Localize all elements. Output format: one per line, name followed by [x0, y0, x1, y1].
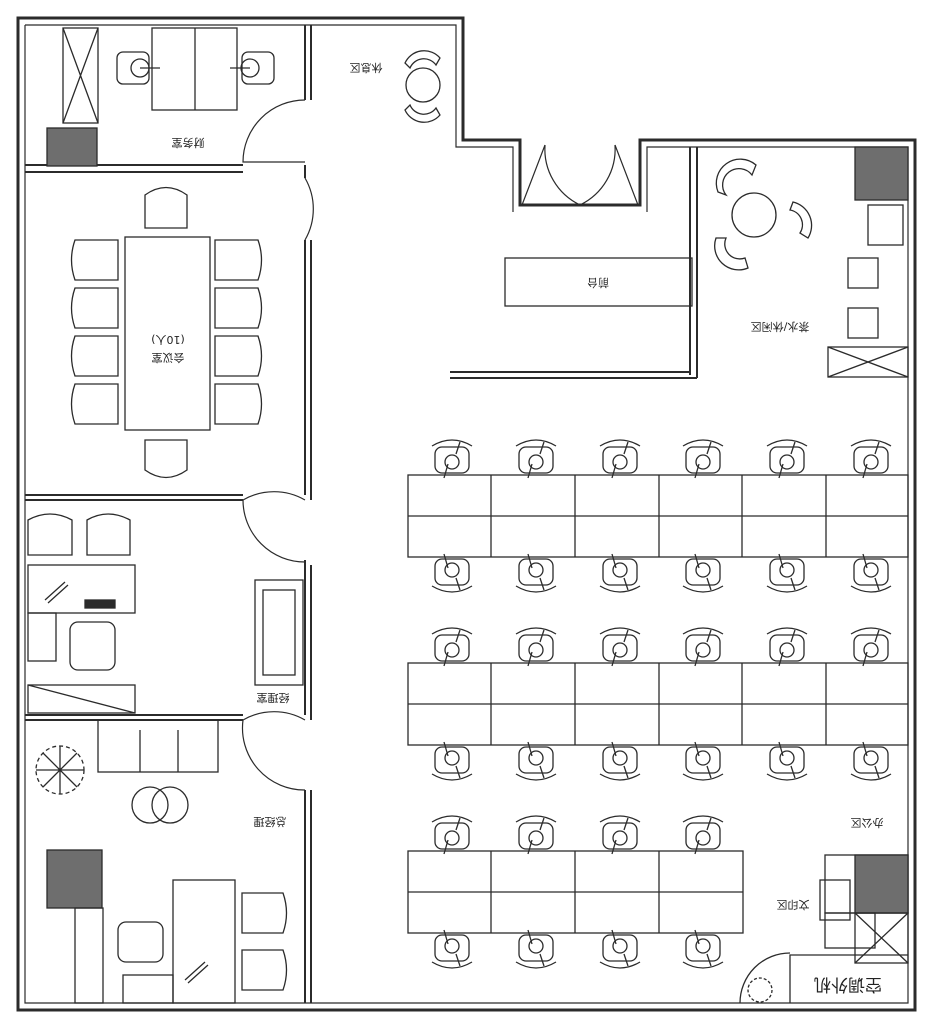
workstation-chairs: [431, 439, 892, 969]
label-finance: 财务室: [172, 136, 205, 150]
office-chair-icon: [515, 553, 557, 593]
reception-desk: [504, 257, 693, 307]
office-chair-icon: [850, 553, 892, 593]
office-chair-icon: [682, 627, 724, 667]
office-chair-icon: [431, 815, 473, 855]
office-chair-icon: [850, 741, 892, 781]
office-chair-icon: [682, 439, 724, 479]
plant-icon: [35, 745, 85, 795]
office-chair-icon: [766, 741, 808, 781]
office-chair-icon: [431, 627, 473, 667]
label-print: 文印区: [777, 898, 810, 912]
workstations: [407, 474, 909, 934]
doors: [241, 99, 639, 791]
office-chair-icon: [682, 815, 724, 855]
office-chair-icon: [515, 741, 557, 781]
office-chair-icon: [515, 929, 557, 969]
gm-room: [35, 719, 288, 1004]
office-chair-icon: [230, 51, 275, 85]
office-chair-icon: [599, 627, 641, 667]
label-lounge: 休息区: [350, 61, 383, 75]
office-chair-icon: [850, 627, 892, 667]
office-chair-icon: [431, 553, 473, 593]
conference-room: [70, 186, 263, 479]
office-chair-icon: [431, 741, 473, 781]
print-area: [819, 854, 909, 964]
office-chair-icon: [850, 439, 892, 479]
office-chair-icon: [599, 741, 641, 781]
label-conference: 会议室: [152, 351, 185, 365]
office-chair-icon: [599, 439, 641, 479]
label-pantry: 茶水/休闲区: [751, 320, 810, 334]
label-conference-cap: (10人): [151, 333, 185, 346]
label-ac: 空调外机: [814, 974, 882, 994]
label-office: 办公区: [851, 816, 884, 829]
interior-walls: [25, 25, 698, 1003]
label-reception: 前台: [587, 276, 609, 290]
office-chair-icon: [599, 553, 641, 593]
room-labels: 财务室 休息区 会议室 (10人) 前台 茶水/休闲区 经理室 总经理 办公区 …: [151, 61, 883, 994]
office-chair-icon: [431, 929, 473, 969]
finance-room: [46, 27, 275, 167]
label-manager: 经理室: [257, 691, 290, 705]
office-chair-icon: [599, 815, 641, 855]
ac-unit: [739, 952, 908, 1004]
pantry-area: [714, 146, 909, 378]
office-chair-icon: [766, 439, 808, 479]
office-chair-icon: [515, 815, 557, 855]
office-chair-icon: [515, 627, 557, 667]
office-chair-icon: [116, 51, 160, 85]
office-chair-icon: [431, 439, 473, 479]
outer-walls: [16, 16, 917, 1012]
office-chair-icon: [682, 741, 724, 781]
office-chair-icon: [682, 929, 724, 969]
office-chair-icon: [599, 929, 641, 969]
manager-room: [27, 513, 304, 714]
office-chair-icon: [515, 439, 557, 479]
office-chair-icon: [682, 553, 724, 593]
office-chair-icon: [766, 553, 808, 593]
office-chair-icon: [766, 627, 808, 667]
lounge-area: [404, 50, 441, 123]
label-gm: 总经理: [254, 815, 287, 829]
